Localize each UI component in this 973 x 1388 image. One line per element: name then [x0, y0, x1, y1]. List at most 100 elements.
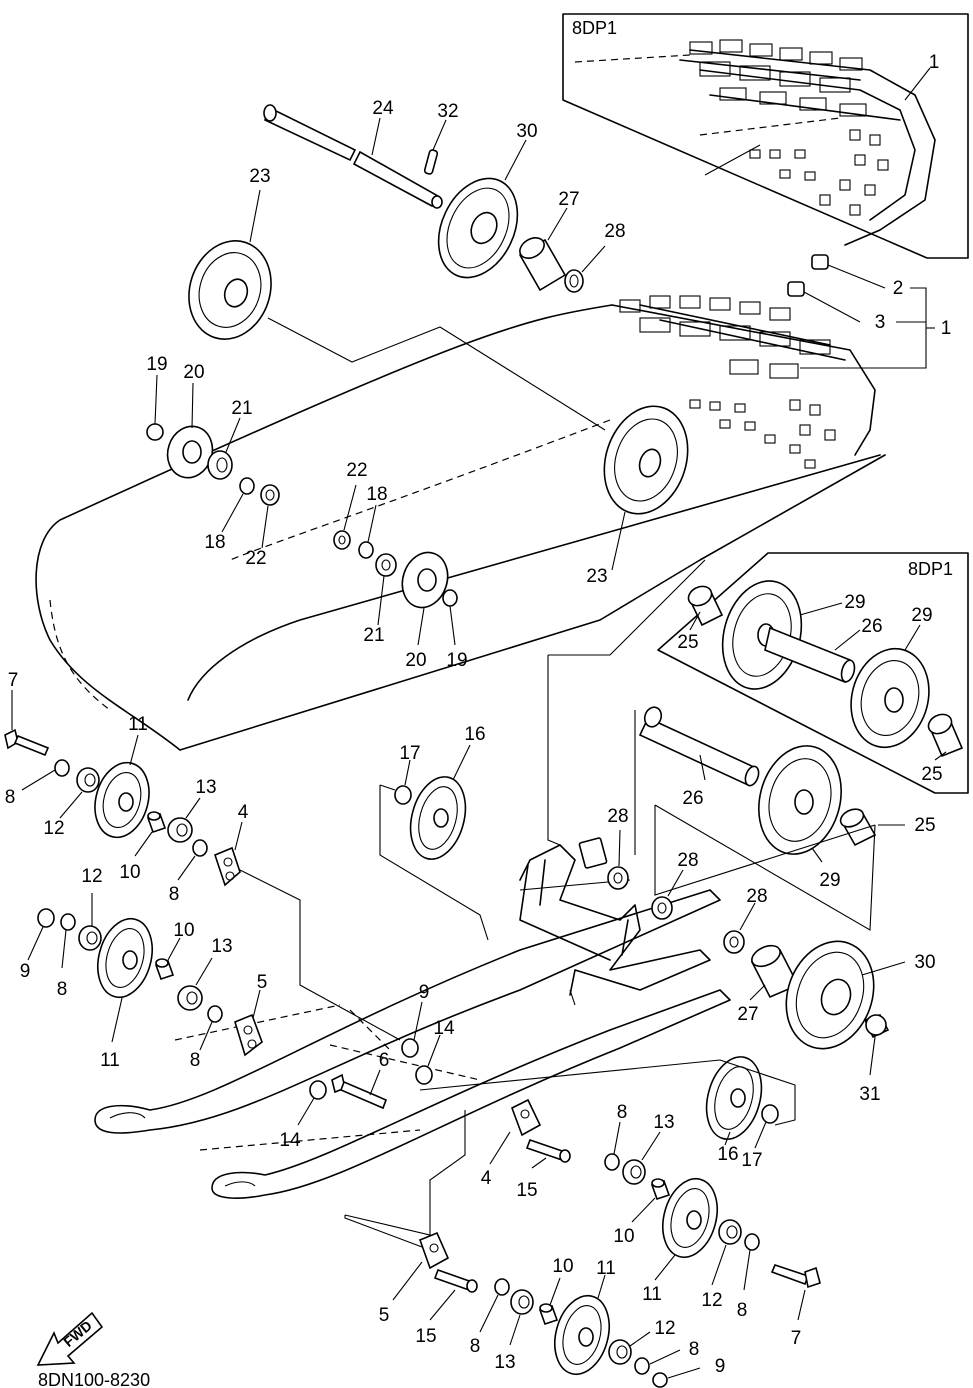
svg-text:8: 8: [57, 979, 68, 1000]
svg-text:3: 3: [875, 312, 886, 333]
svg-text:14: 14: [433, 1018, 455, 1039]
svg-text:16: 16: [717, 1144, 738, 1165]
bolt-6: 6: [331, 1050, 389, 1110]
svg-text:28: 28: [677, 850, 698, 871]
inset-label: 8DP1: [572, 18, 617, 38]
svg-text:11: 11: [596, 1258, 616, 1279]
svg-text:23: 23: [586, 566, 607, 587]
spacer-25-center: 25: [839, 808, 936, 847]
svg-text:11: 11: [642, 1284, 662, 1305]
svg-text:24: 24: [372, 98, 394, 119]
track-belt-icon: [574, 39, 936, 246]
svg-text:32: 32: [437, 101, 458, 122]
collar-14-left: 14: [279, 1080, 327, 1151]
svg-text:17: 17: [399, 743, 420, 764]
svg-text:8: 8: [617, 1102, 628, 1123]
inset-label-2: 8DP1: [908, 559, 953, 579]
svg-text:19: 19: [146, 354, 167, 375]
svg-text:15: 15: [415, 1326, 436, 1347]
parts-8-12-11-left: 8 12 11 10 13 8: [5, 714, 217, 905]
svg-text:16: 16: [464, 724, 485, 745]
axle-26-center: 26: [638, 706, 760, 809]
svg-text:5: 5: [257, 972, 268, 993]
svg-text:29: 29: [819, 870, 840, 891]
rear-axle-24: 24: [263, 98, 443, 209]
idler-wheel-30-upper: 30: [437, 121, 538, 279]
svg-text:1: 1: [941, 318, 952, 339]
track-belt: [35, 254, 886, 751]
inset-box-wheels: 8DP1 25 29 26 29 25: [657, 552, 969, 794]
idler-wheel-30-lower: 30: [785, 940, 936, 1050]
collar-28-c: 28: [723, 886, 768, 954]
svg-text:12: 12: [701, 1290, 722, 1311]
collar-28-upper: 28: [564, 221, 626, 293]
svg-text:8: 8: [470, 1336, 481, 1357]
svg-text:25: 25: [677, 632, 698, 653]
bracket-4-right: 4 15: [481, 1098, 571, 1201]
svg-text:13: 13: [195, 777, 216, 798]
parts-8-13-right: 8 13 10 11 12 8: [604, 1102, 760, 1321]
svg-text:1: 1: [929, 52, 940, 73]
svg-text:21: 21: [363, 625, 384, 646]
svg-text:10: 10: [613, 1226, 634, 1247]
pin-32: 32: [423, 101, 459, 175]
svg-text:29: 29: [911, 605, 932, 626]
svg-text:9: 9: [419, 982, 430, 1003]
parts-18-22-mid: 22 18 21 20 19: [333, 460, 468, 671]
svg-text:23: 23: [249, 166, 270, 187]
svg-text:11: 11: [128, 714, 148, 735]
svg-text:10: 10: [173, 920, 194, 941]
wheel-23-mid: 23: [586, 405, 689, 587]
svg-text:27: 27: [558, 189, 579, 210]
svg-text:5: 5: [379, 1305, 390, 1326]
svg-text:13: 13: [494, 1352, 515, 1373]
svg-text:8: 8: [190, 1050, 201, 1071]
svg-text:18: 18: [204, 532, 225, 553]
svg-text:25: 25: [914, 815, 935, 836]
svg-text:8: 8: [737, 1300, 748, 1321]
svg-text:11: 11: [100, 1050, 120, 1071]
collar-28-b: 28: [651, 850, 699, 920]
svg-text:18: 18: [366, 484, 387, 505]
parts-bottom-group: 8 13 10 11 12 8 9: [470, 1256, 726, 1388]
svg-text:20: 20: [183, 362, 204, 383]
bolt-7-left: 7: [4, 670, 50, 757]
svg-text:12: 12: [654, 1318, 675, 1339]
wheel-29-center: 29: [758, 745, 842, 891]
nut-31: 31: [859, 1014, 890, 1105]
bracket-4-left: 4: [214, 802, 401, 1041]
bracket-5-left: 5: [234, 972, 268, 1057]
svg-text:22: 22: [346, 460, 367, 481]
svg-text:29: 29: [844, 592, 865, 613]
svg-text:28: 28: [746, 886, 767, 907]
parts-18-22-left: 19 20 21 18 22: [146, 354, 280, 569]
wheel-23-upper: 23: [188, 166, 606, 431]
svg-text:12: 12: [43, 818, 64, 839]
svg-text:22: 22: [245, 548, 266, 569]
collar-14-center: 14: [415, 1018, 455, 1085]
bracket-5-bottom: 5 15: [344, 1110, 478, 1347]
svg-text:2: 2: [893, 278, 904, 299]
svg-text:25: 25: [921, 764, 942, 785]
svg-text:28: 28: [604, 221, 625, 242]
svg-text:30: 30: [516, 121, 537, 142]
svg-text:20: 20: [405, 650, 426, 671]
svg-text:8: 8: [5, 787, 16, 808]
collar-28-a: 28: [607, 806, 629, 890]
svg-text:26: 26: [861, 616, 882, 637]
svg-text:10: 10: [119, 862, 140, 883]
svg-text:10: 10: [552, 1256, 573, 1277]
svg-text:27: 27: [737, 1004, 758, 1025]
svg-text:9: 9: [715, 1356, 726, 1377]
svg-text:13: 13: [653, 1112, 674, 1133]
svg-text:9: 9: [20, 961, 31, 982]
spacer-27-upper: 27: [518, 189, 580, 292]
svg-text:26: 26: [682, 788, 703, 809]
svg-text:31: 31: [859, 1084, 880, 1105]
figure-code: 8DN100-8230: [38, 1370, 150, 1388]
svg-text:13: 13: [211, 936, 232, 957]
svg-text:28: 28: [607, 806, 628, 827]
svg-text:12: 12: [81, 866, 102, 887]
svg-text:15: 15: [516, 1180, 537, 1201]
